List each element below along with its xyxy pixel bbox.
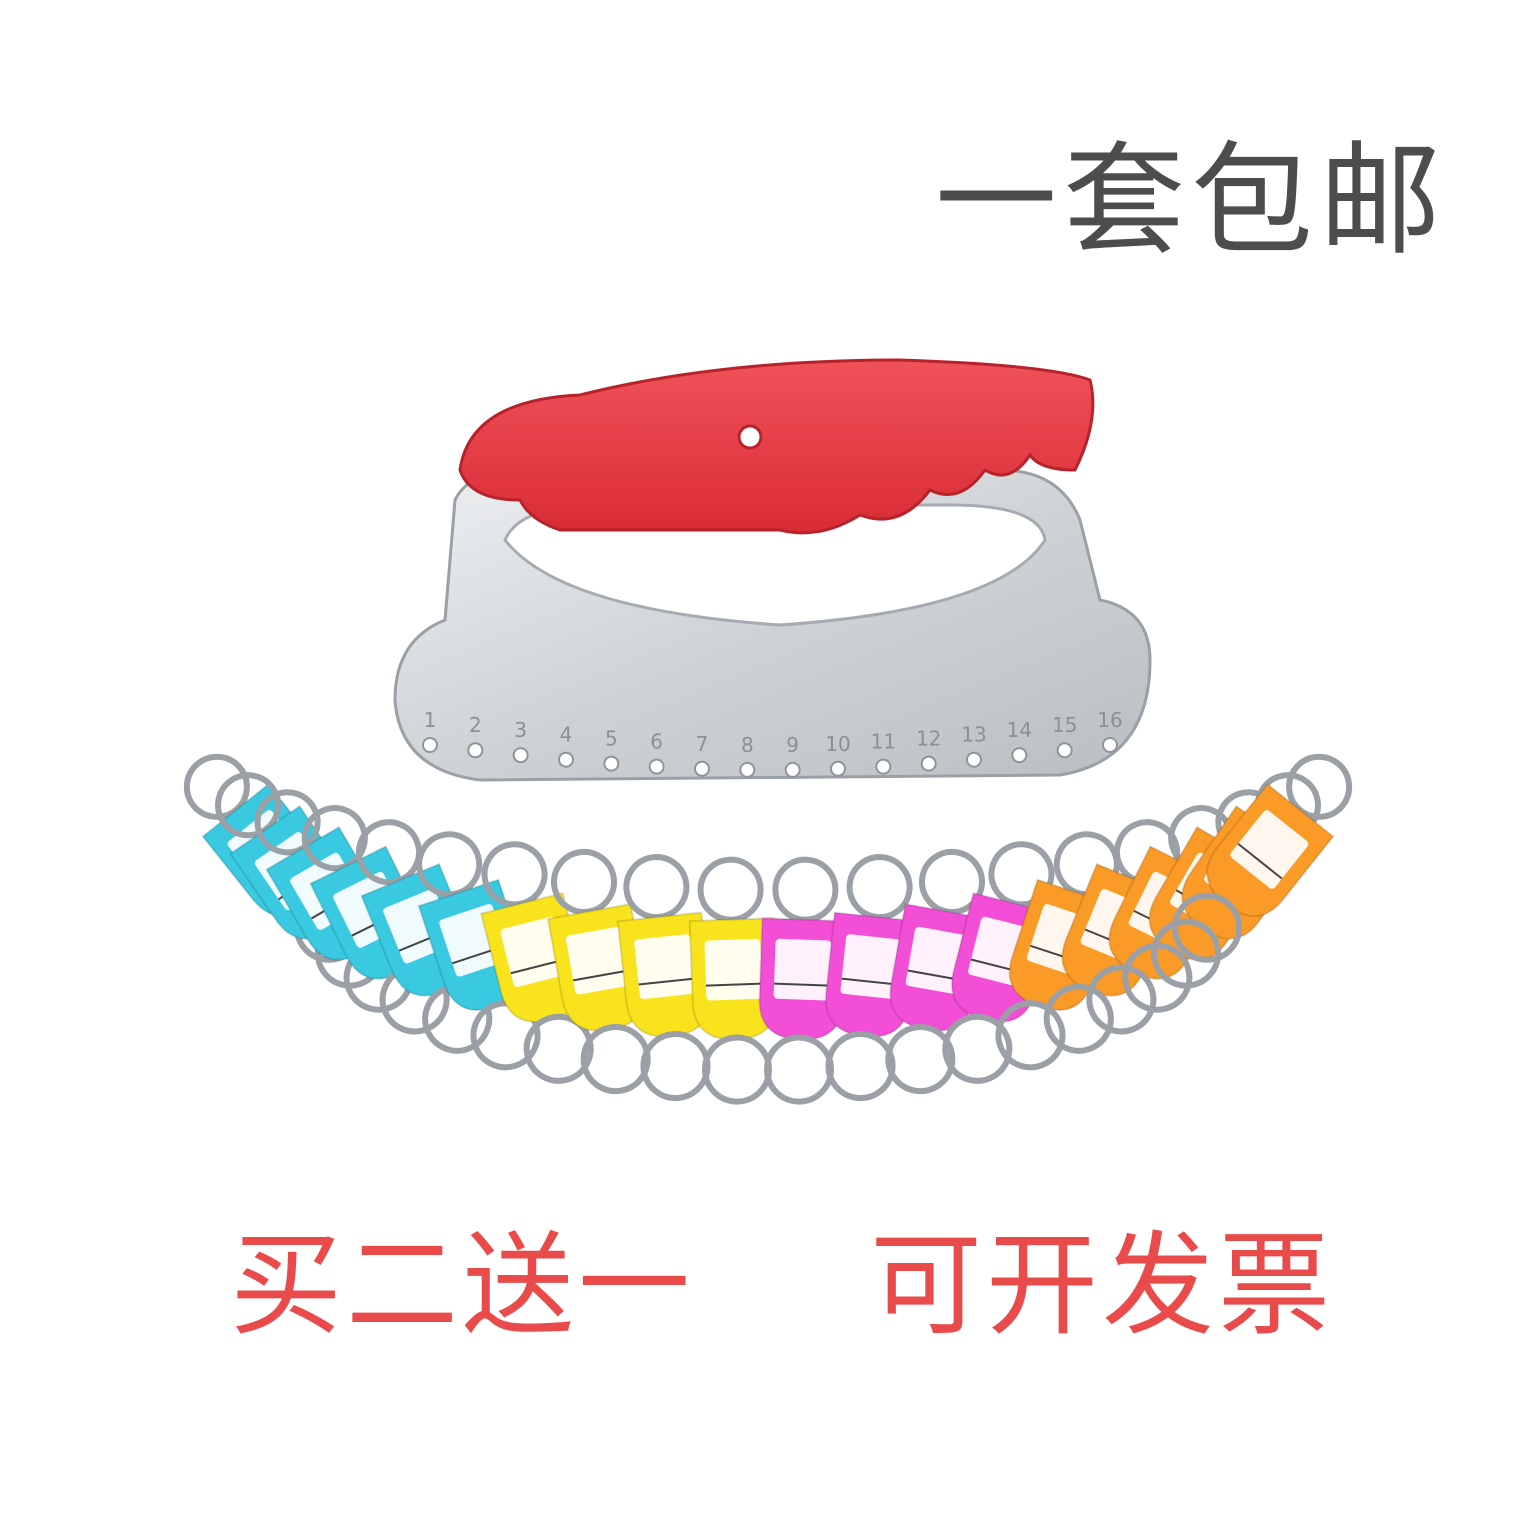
hook-number: 4: [560, 723, 573, 747]
hook-hole: [784, 761, 801, 778]
split-ring: [772, 856, 839, 923]
key-ring: [1122, 942, 1193, 1013]
key-ring: [764, 1034, 835, 1105]
tag-window: [1230, 810, 1309, 889]
tag-line: [841, 977, 898, 986]
tag-line: [638, 977, 695, 986]
hook-number: 10: [825, 732, 850, 756]
hook-hole: [830, 760, 846, 777]
tag-layer: [183, 753, 1353, 1105]
hook-hole: [467, 742, 484, 759]
invoice-available-caption: 可开发票: [870, 1221, 1334, 1351]
key-tag: [1172, 753, 1353, 963]
hook-number: 1: [424, 708, 437, 732]
hook-number: 6: [650, 730, 663, 754]
tag-window: [565, 926, 631, 995]
tag-line: [774, 982, 831, 987]
red-handle: [458, 358, 1095, 535]
hook-hole: [648, 758, 665, 775]
hook-number: 12: [916, 727, 941, 751]
hook-hole: [558, 751, 574, 768]
key-ring: [701, 1034, 772, 1105]
hook-number: 2: [469, 713, 482, 737]
key-ring: [640, 1031, 711, 1102]
hook-hole: [966, 751, 982, 768]
key-ring: [1172, 892, 1243, 963]
tag-line: [705, 982, 762, 987]
hook-hole: [1102, 737, 1118, 753]
hook-hole: [603, 755, 620, 772]
hook-hole: [1056, 742, 1073, 759]
hook-number: 8: [741, 733, 754, 757]
key-ring: [825, 1031, 896, 1102]
hook-number: 3: [514, 718, 527, 742]
hook-hole: [920, 755, 937, 772]
hook-number: 16: [1097, 708, 1122, 732]
hook-number: 15: [1052, 713, 1077, 737]
key-tag: [616, 854, 712, 1102]
hook-hole: [1011, 747, 1028, 764]
hook-hole: [422, 737, 438, 753]
split-ring: [623, 854, 690, 921]
hook-number: 13: [961, 723, 986, 747]
hook-hole: [694, 760, 710, 777]
free-shipping-caption: 一套包邮: [935, 130, 1447, 272]
hook-hole: [512, 747, 529, 764]
tag-window: [773, 938, 832, 1001]
tag-window: [704, 938, 763, 1001]
split-ring: [846, 854, 913, 921]
key-ring: [1086, 964, 1157, 1035]
key-tag: [688, 856, 778, 1105]
buy-two-get-one-caption: 买二送一: [230, 1221, 694, 1351]
hook-hole: [875, 758, 892, 775]
tag-window: [634, 934, 696, 1000]
hook-hole: [739, 761, 756, 778]
hook-number: 14: [1007, 718, 1032, 742]
hook-number: 5: [605, 727, 618, 751]
hook-number: 9: [786, 733, 799, 757]
hook-number: 11: [871, 730, 896, 754]
split-ring: [697, 856, 764, 923]
key-ring: [1151, 918, 1222, 989]
hook-number: 7: [696, 732, 709, 756]
hang-hole: [737, 424, 763, 450]
tag-line: [572, 969, 629, 982]
tag-line: [1237, 842, 1283, 880]
